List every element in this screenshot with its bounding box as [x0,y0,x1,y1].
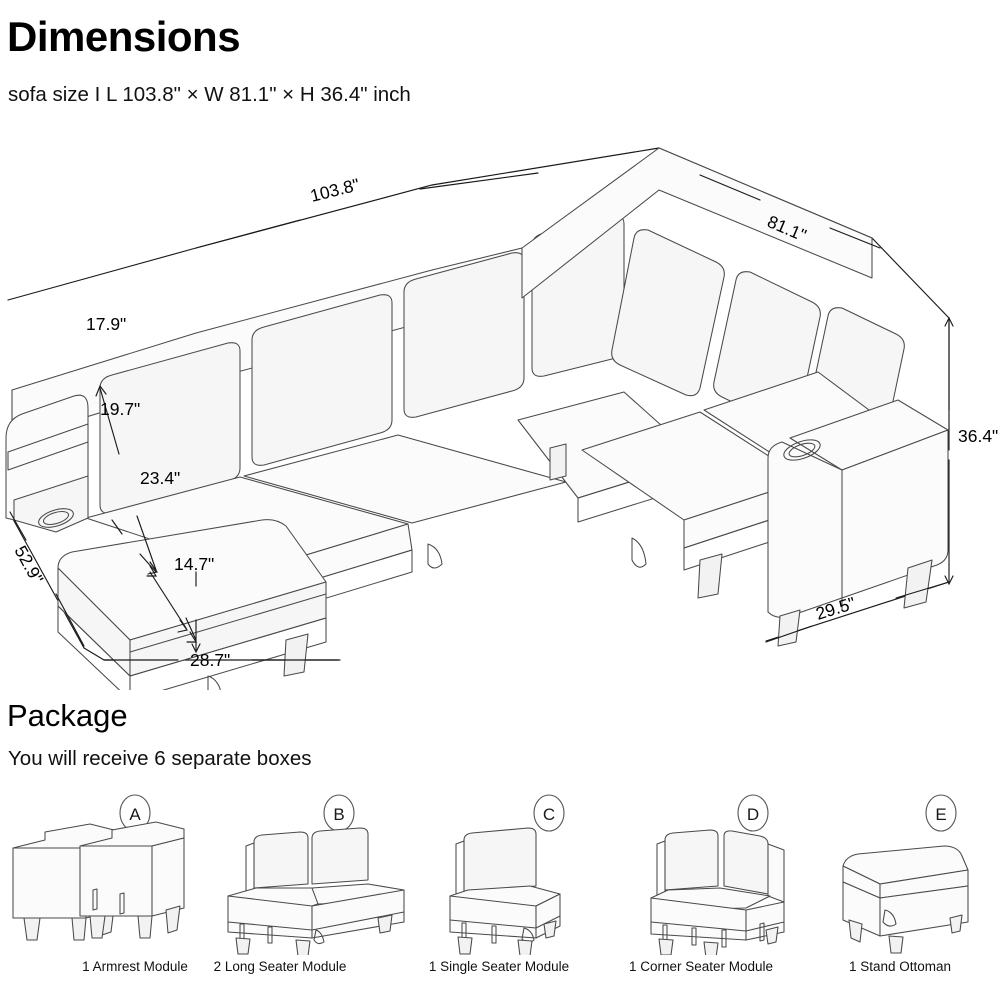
package-item-c-label: 1 Single Seater Module [428,959,570,974]
sofa-size-subtitle: sofa size I L 103.8" × W 81.1" × H 36.4"… [8,83,411,106]
sofa-dimension-drawing: 103.8" 81.1" 36.4" 17.9" 19.7" 23.4" [5,147,998,690]
package-item-c-drawing [449,827,561,955]
page-title: Dimensions [7,13,241,60]
package-badge-e-letter: E [935,805,946,824]
sofa-chaise-module [57,519,327,690]
dimension-overall-height: 36.4" [944,316,998,586]
package-badge-c-letter: C [543,805,555,824]
chaise-leg-right [283,633,309,677]
dimension-chaise-depth: 23.4" [139,468,198,643]
package-badge-a: A [119,794,151,832]
sofa-left-armrest [5,394,89,533]
dimension-label-overall-height: 36.4" [958,426,998,446]
dimension-label-chaise-side-depth: 52.9" [11,542,48,587]
package-item-b-drawing [227,827,405,955]
right-leg-a [697,553,723,599]
package-badge-b-letter: B [333,805,344,824]
package-item-a-drawing [12,821,185,941]
right-arm-leg-front [777,609,801,647]
dimension-seat-height: 19.7" [100,399,188,633]
dimension-chaise-seat-height: 14.7" [174,554,214,654]
package-badge-b: B [323,794,355,832]
dimension-label-back-cushion-height: 17.9" [86,314,126,334]
package-item-d-drawing [650,829,785,955]
package-item-e-label: 1 Stand Ottoman [848,959,952,974]
package-badge-e: E [925,794,957,832]
package-badge-c: C [533,794,565,832]
dimension-label-chaise-width: 28.7" [190,650,230,670]
dimension-label-chaise-depth: 23.4" [140,468,180,488]
package-badge-a-letter: A [129,805,141,824]
corner-leg [549,443,567,481]
sofa-right-armrest [767,399,949,647]
package-subtitle: You will receive 6 separate boxes [8,747,312,770]
dimension-overall-length: 103.8" [195,172,539,249]
package-item-d-label: 1 Corner Seater Module [628,959,774,974]
dimension-label-overall-length: 103.8" [308,174,361,206]
package-item-a-label: 1 Armrest Module [82,959,188,974]
dimension-chaise-width: 28.7" [103,650,339,670]
dimension-label-chaise-seat-height: 14.7" [174,554,214,574]
package-badge-d-letter: D [747,805,759,824]
package-item-e-drawing [842,845,969,954]
dimension-label-seat-height: 19.7" [100,399,140,419]
package-badge-d: D [737,794,769,832]
package-title: Package [7,698,128,733]
package-items-drawing: A B C D E [12,794,969,955]
package-item-b-label: 2 Long Seater Module [213,959,347,974]
